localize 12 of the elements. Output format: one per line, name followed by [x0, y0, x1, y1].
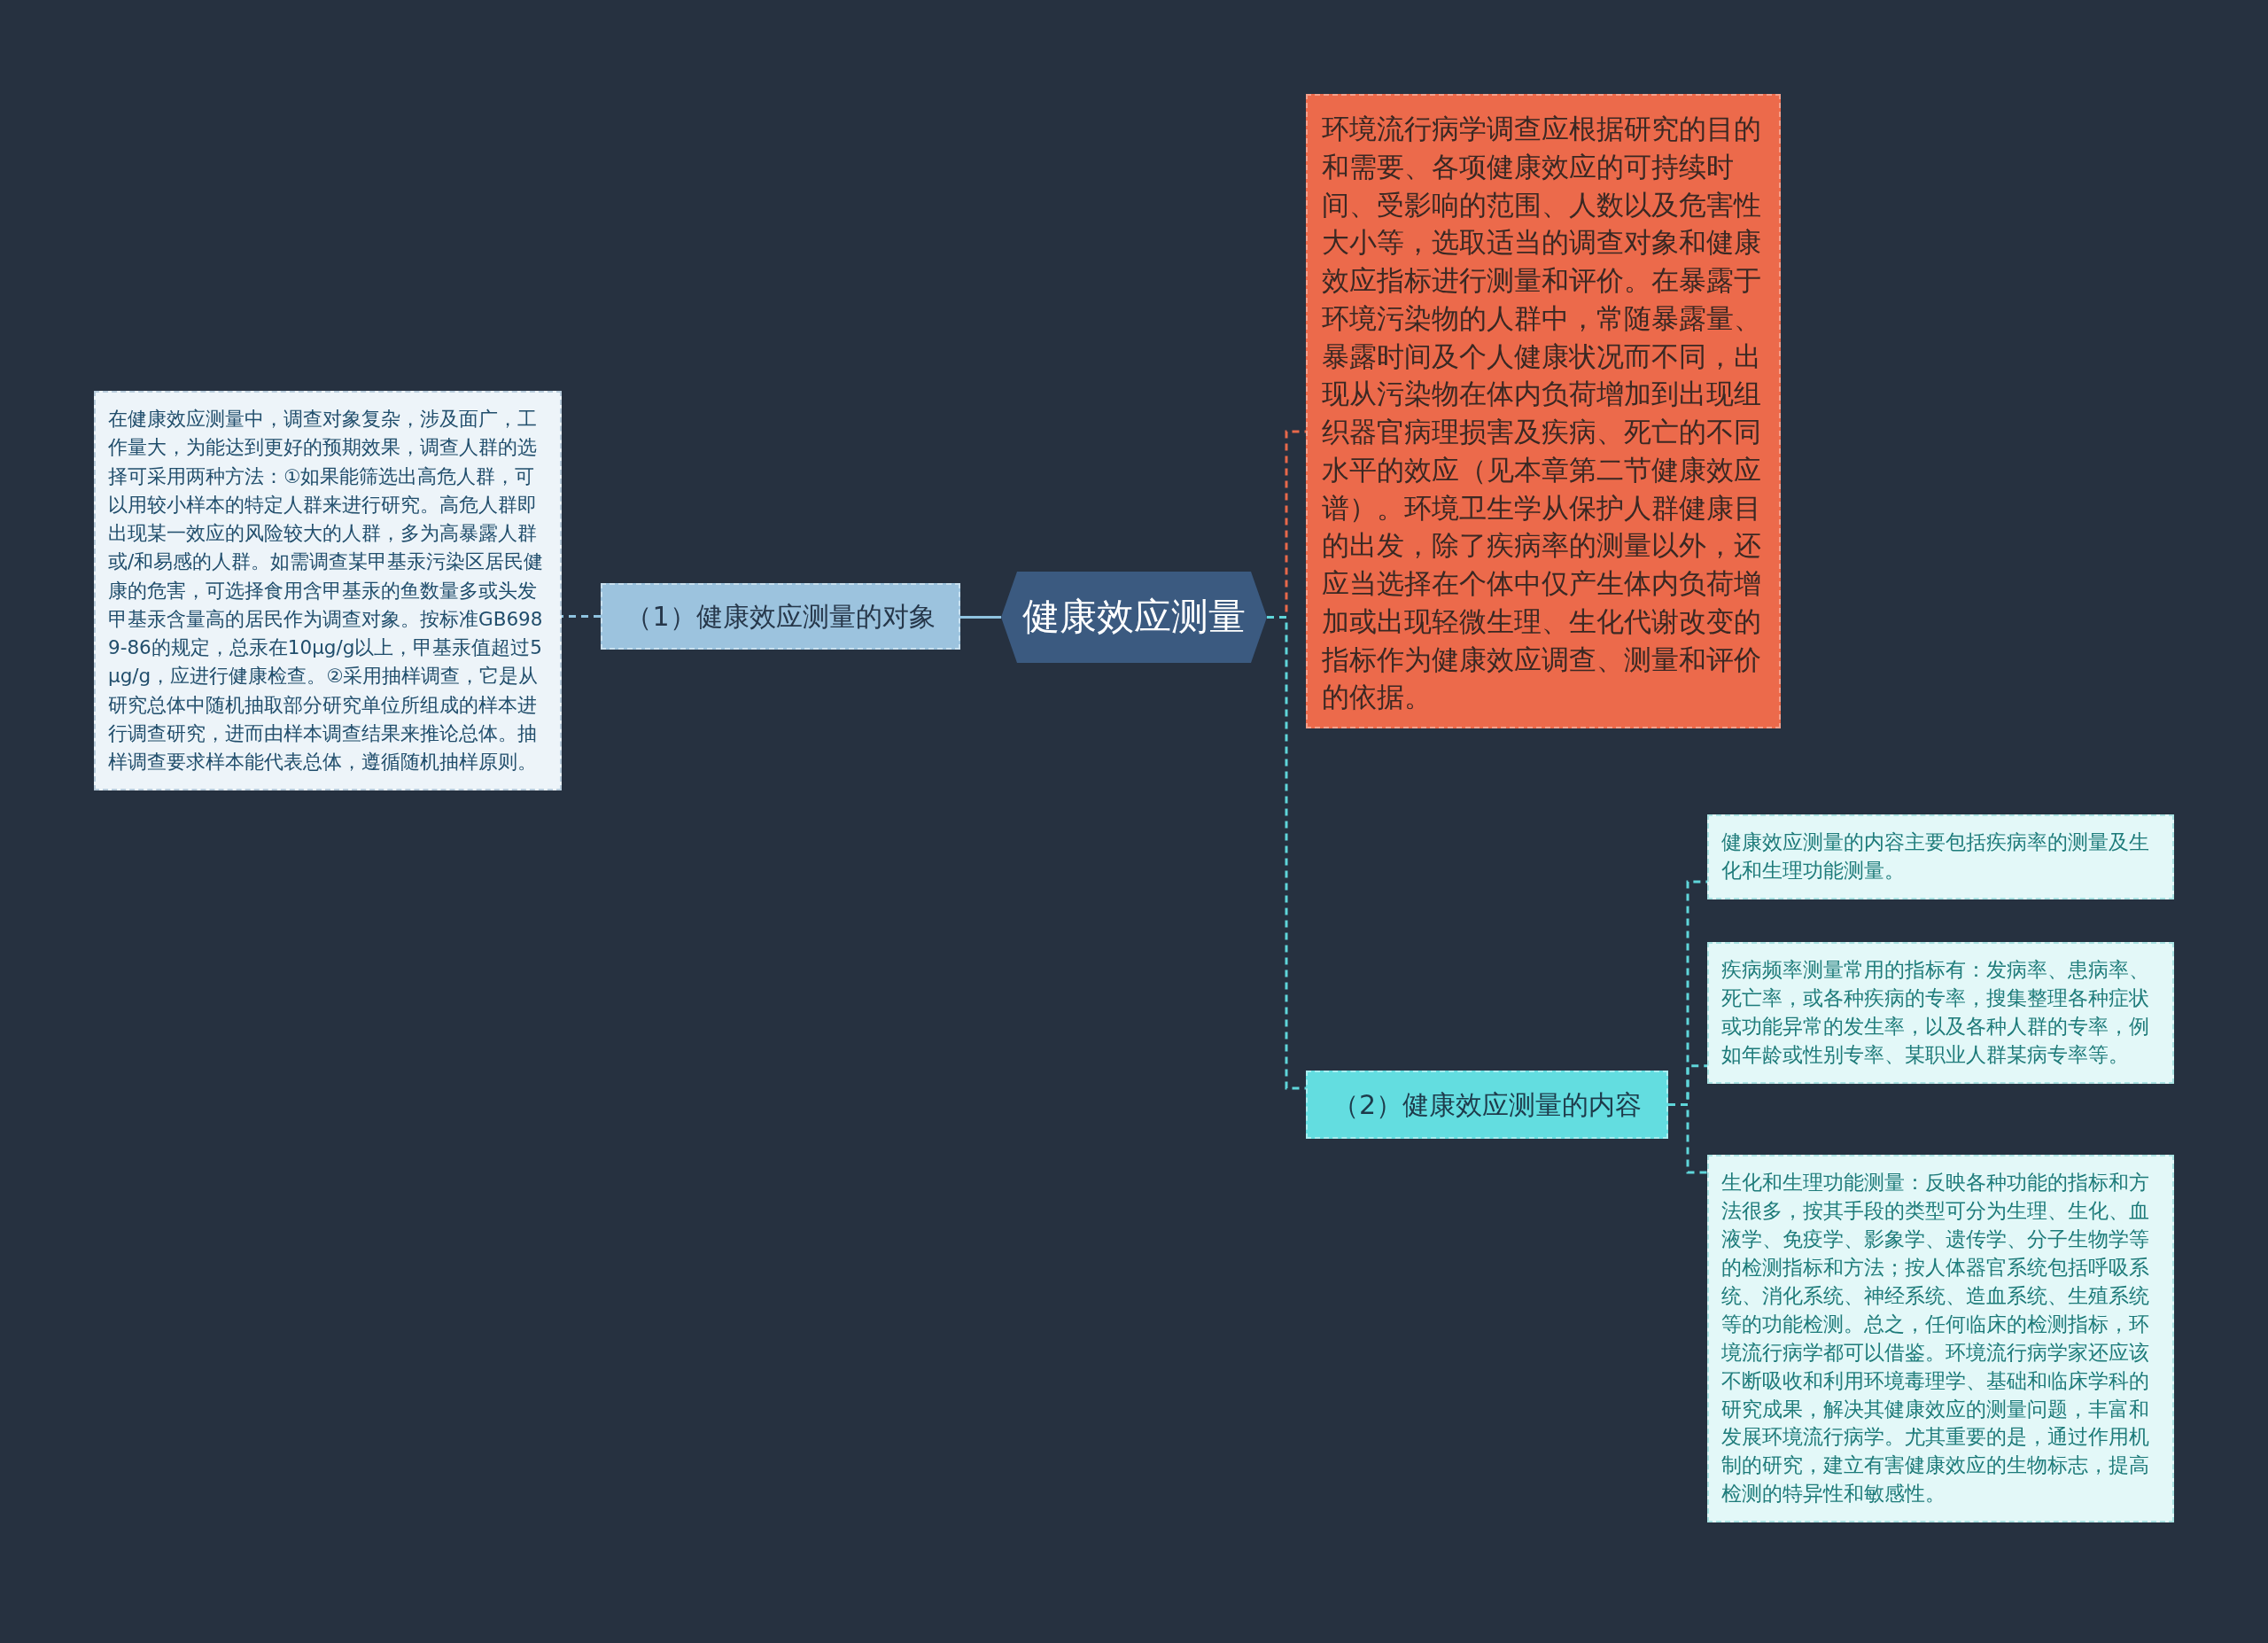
- note-box: 生化和生理功能测量：反映各种功能的指标和方法很多，按其手段的类型可分为生理、生化、血液学、免疫学、影象学、遗传学、分子生物学等的检测指标和方法；按人体器官系统包括呼吸系统、消化系统、神经系统、造血系统、生殖系统等的功能检测。总之，任何临床的检测指标，环境流行病学都可以借鉴。环境流行病学家还应该不断吸收和利用环境毒理学、基础和临床学科的研究成果，解决其健康效应的测量问题，丰富和发展环境流行病学。尤其重要的是，通过作用机制的研究，建立有害健康效应的生物标志，提高检测的特异性和敏感性。: [1707, 1155, 2174, 1523]
- note-box: 健康效应测量的内容主要包括疾病率的测量及生化和生理功能测量。: [1707, 814, 2174, 899]
- connector-line: [562, 615, 601, 618]
- central-topic-hexagon: 健康效应测量: [1001, 572, 1267, 663]
- topic-box: （2）健康效应测量的内容: [1306, 1071, 1668, 1139]
- connector-line: [1668, 1103, 1707, 1174]
- note-box: 在健康效应测量中，调查对象复杂，涉及面广，工作量大，为能达到更好的预期效果，调查人群的选择可采用两种方法：①如果能筛选出高危人群，可以用较小样本的特定人群来进行研究。高危人群即出现某一效应的风险较大的人群，多为高暴露人群或/和易感的人群。如需调查某甲基汞污染区居民健康的危害，可选择食用含甲基汞的鱼数量多或头发甲基汞含量高的居民作为调查对象。按标准GB6989-86的规定，总汞在10μg/g以上，甲基汞值超过5μg/g，应进行健康检查。②采用抽样调查，它是从研究总体中随机抽取部分研究单位所组成的样本进行调查研究，进而由样本调查结果来推论总体。抽样调查要求样本能代表总体，遵循随机抽样原则。: [94, 391, 562, 791]
- note-box: 疾病频率测量常用的指标有：发病率、患病率、死亡率，或各种疾病的专率，搜集整理各种症状或功能异常的发生率，以及各种人群的专率，例如年龄或性别专率、某职业人群某病专率等。: [1707, 942, 2174, 1084]
- note-box: 环境流行病学调查应根据研究的目的和需要、各项健康效应的可持续时间、受影响的范围、人数以及危害性大小等，选取适当的调查对象和健康效应指标进行测量和评价。在暴露于环境污染物的人群中，常随暴露量、暴露时间及个人健康状况而不同，出现从污染物在体内负荷增加到出现组织器官病理损害及疾病、死亡的不同水平的效应（见本章第二节健康效应谱）。环境卫生学从保护人群健康目的出发，除了疾病率的测量以外，还应当选择在个体中仅产生体内负荷增加或出现轻微生理、生化代谢改变的指标作为健康效应调查、测量和评价的依据。: [1306, 94, 1781, 729]
- topic-box: （1）健康效应测量的对象: [601, 583, 960, 650]
- connector-line: [960, 616, 1001, 619]
- connector-line: [1267, 616, 1306, 1090]
